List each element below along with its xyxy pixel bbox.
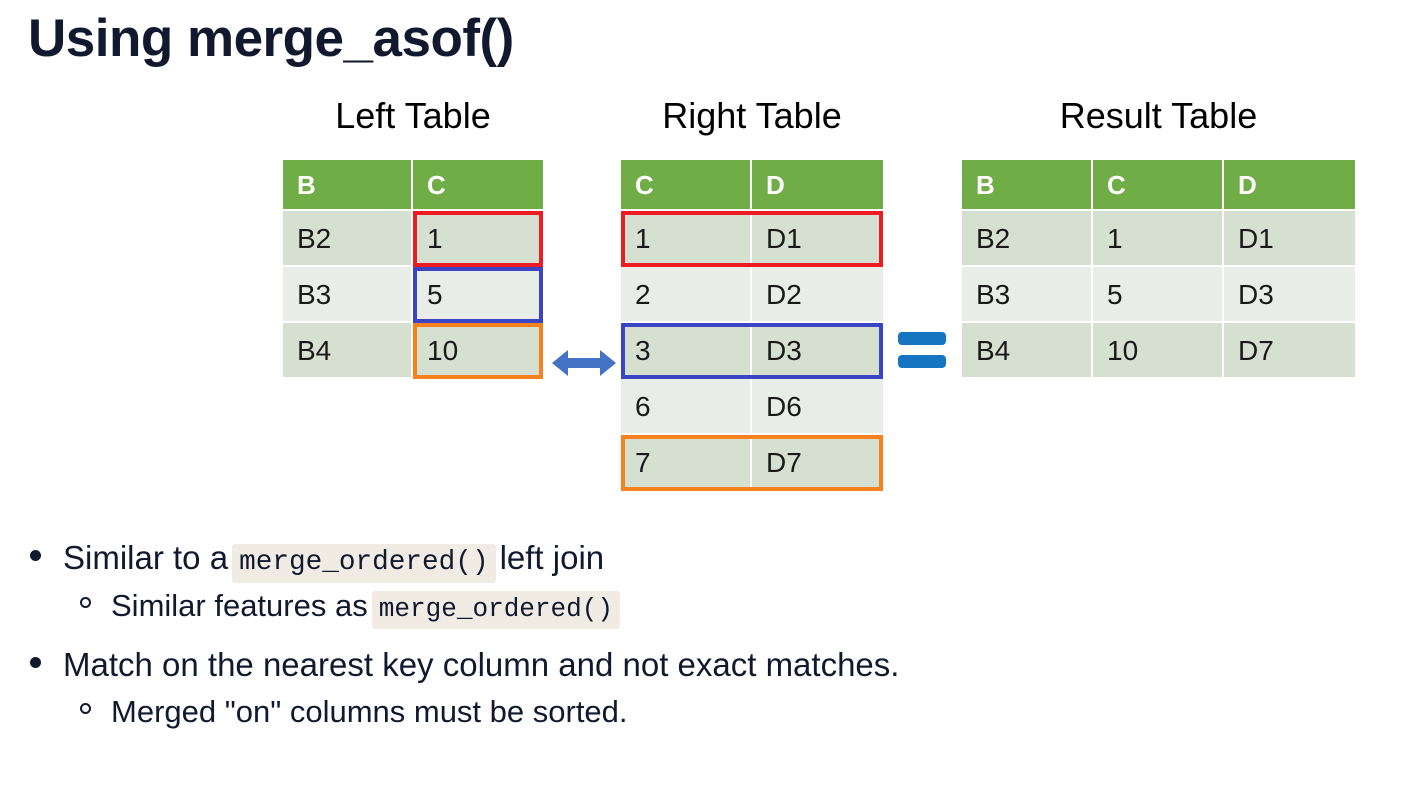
bullet-text: Match on the nearest key column and not … [63, 643, 899, 687]
table-cell: D3 [1224, 267, 1355, 323]
table-cell: B2 [283, 211, 413, 267]
table-cell: D6 [752, 379, 883, 435]
bullet-text-pre: Merged "on" columns must be sorted. [111, 694, 628, 730]
bullet-circle-icon [80, 703, 91, 715]
inline-code: merge_ordered() [232, 544, 496, 583]
table-cell: 5 [1093, 267, 1224, 323]
table-cell: B4 [283, 323, 413, 379]
bullet-text-pre: Similar to a [63, 539, 229, 576]
table-cell: B3 [962, 267, 1093, 323]
double-arrow-icon [552, 345, 616, 381]
bullet-text: Merged "on" columns must be sorted. [111, 691, 628, 733]
equals-sign-icon [898, 327, 946, 375]
column-header: B [283, 160, 413, 211]
table-cell: 1 [413, 211, 543, 267]
inline-code: merge_ordered() [371, 591, 621, 630]
left-table-caption: Left Table [335, 95, 491, 136]
bullet-text-pre: Match on the nearest key column and not … [63, 646, 900, 684]
table-cell: D7 [752, 435, 883, 491]
table-cell: 10 [1093, 323, 1224, 379]
bullet-item-secondary: Merged "on" columns must be sorted. [80, 691, 1370, 733]
equals-bar-top [898, 332, 946, 345]
bullet-group: Match on the nearest key column and not … [30, 643, 1370, 733]
column-header: B [962, 160, 1093, 211]
table-cell: D1 [752, 211, 883, 267]
bullet-text-post: left join [499, 539, 605, 576]
table-cell: B2 [962, 211, 1093, 267]
table-cell: 1 [621, 211, 752, 267]
bullet-disc-icon [30, 657, 41, 669]
result-table-caption: Result Table [1059, 95, 1258, 136]
table-cell: 3 [621, 323, 752, 379]
column-header: C [413, 160, 543, 211]
column-header: D [752, 160, 883, 211]
table-cell: 2 [621, 267, 752, 323]
table-cell: D1 [1224, 211, 1355, 267]
right-table-caption: Right Table [662, 95, 842, 136]
bullet-item-primary: Match on the nearest key column and not … [30, 643, 1370, 687]
bullet-circle-icon [80, 597, 91, 609]
table-cell: 1 [1093, 211, 1224, 267]
column-header: D [1224, 160, 1355, 211]
table-cell: B4 [962, 323, 1093, 379]
table-cell: D3 [752, 323, 883, 379]
table-cell: B3 [283, 267, 413, 323]
equals-bar-bottom [898, 355, 946, 368]
page-title: Using merge_asof() [28, 9, 514, 68]
bullet-text-pre: Similar features as [111, 588, 368, 624]
table-cell: D2 [752, 267, 883, 323]
table-cell: 5 [413, 267, 543, 323]
table-cell: D7 [1224, 323, 1355, 379]
column-header: C [1093, 160, 1224, 211]
table-cell: 6 [621, 379, 752, 435]
table-cell: 10 [413, 323, 543, 379]
bullet-disc-icon [30, 550, 41, 561]
table-cell: 7 [621, 435, 752, 491]
column-header: C [621, 160, 752, 211]
